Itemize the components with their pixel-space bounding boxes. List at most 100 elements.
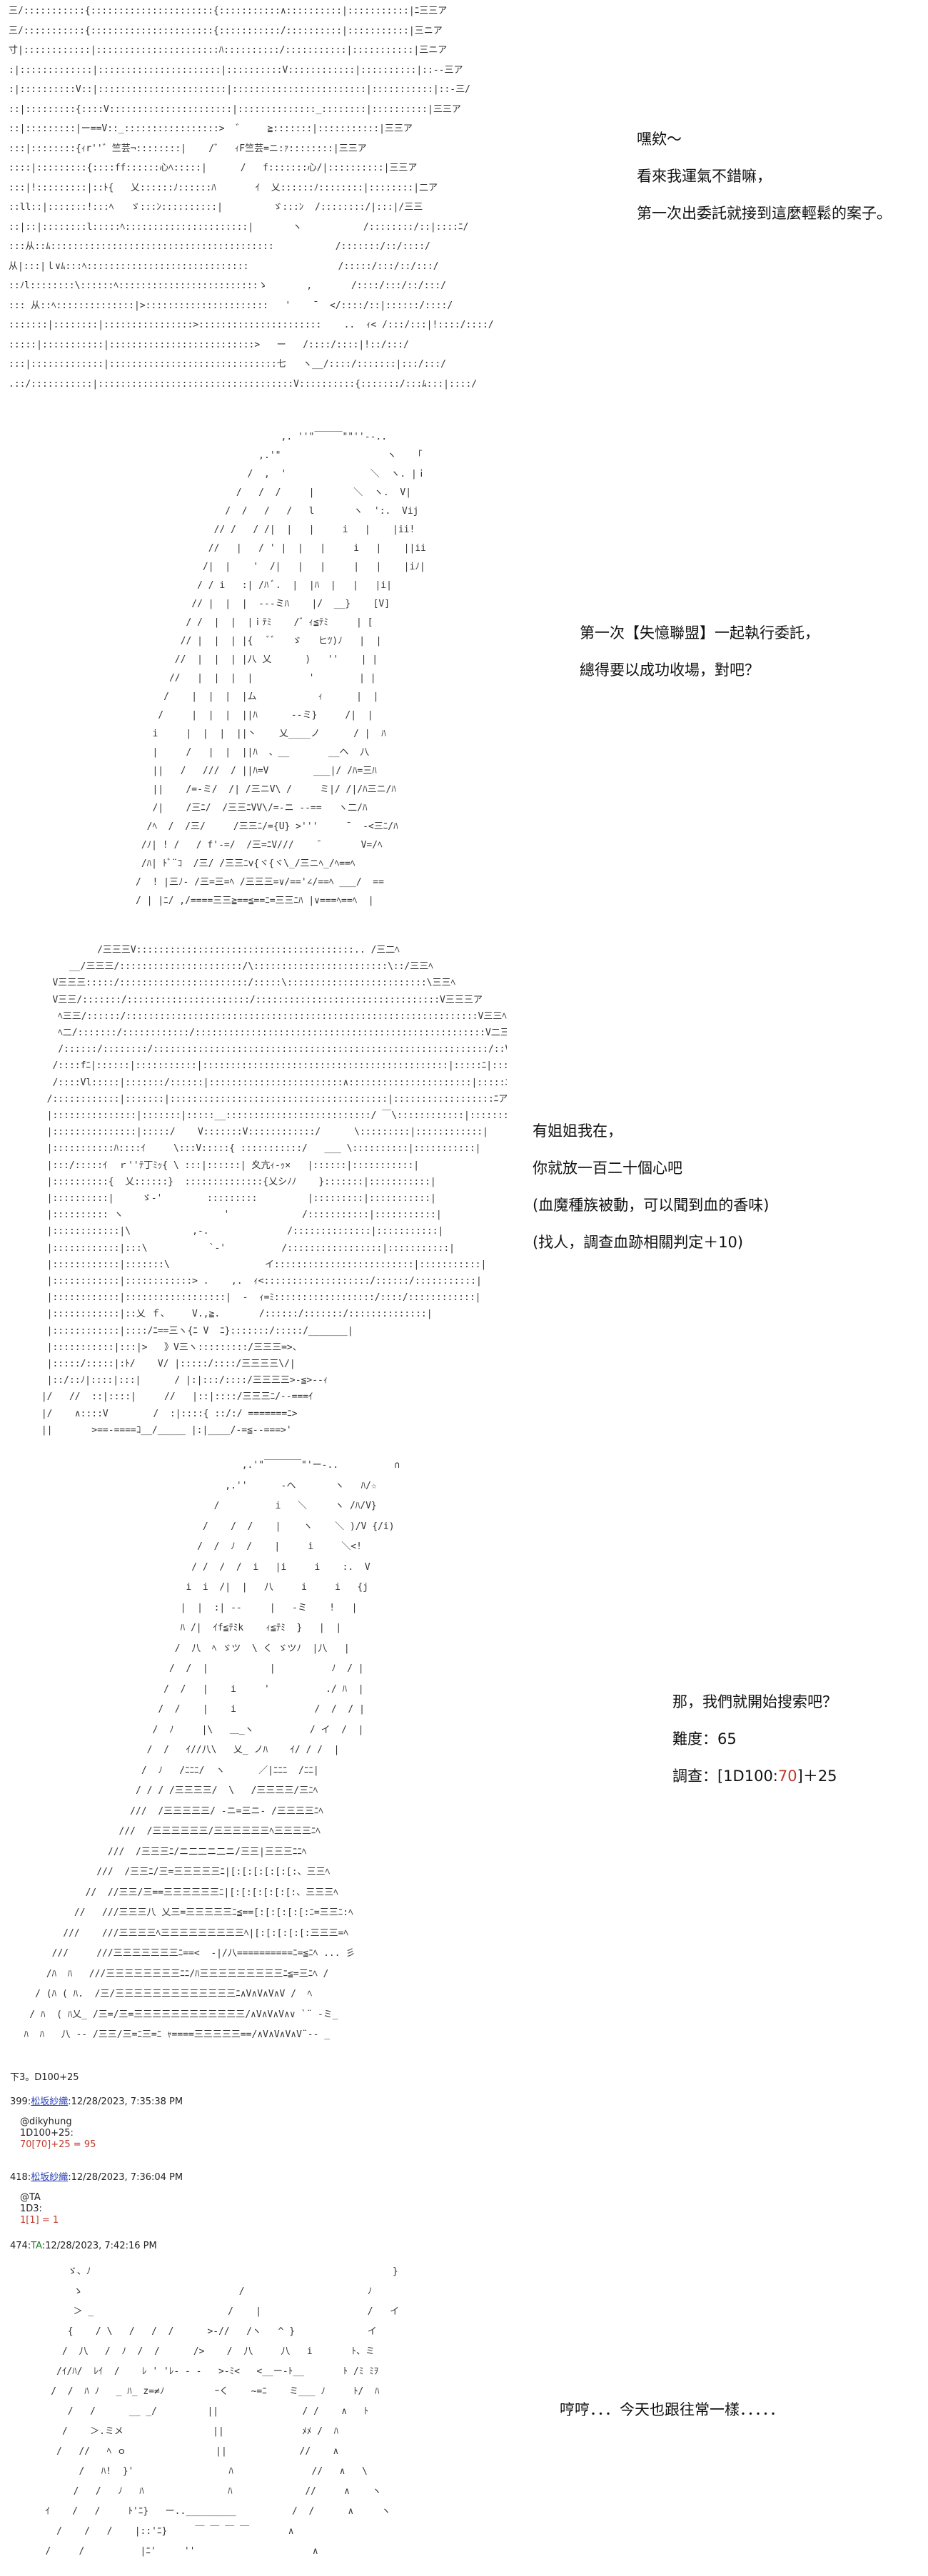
art-line: 三/:::::::::::{::::::::::::::::::::::{:::… <box>9 25 443 36</box>
art-line: ::: 从::ﾍ::::::::::::::|>::::::::::::::::… <box>9 300 453 311</box>
ascii-art-panel-2: ,. ''"￣￣￣""''‐-.. ,.'" ヽ 「 / , ' ＼ ヽ. |ｉ… <box>136 428 564 913</box>
art-line: ﾊ /| ｲf≦ﾃﾐk ｨ≦ﾃﾐ } | | <box>7 1623 342 1633</box>
art-line: // | | | | ' | | <box>136 673 376 684</box>
panel-1: 三/:::::::::::{::::::::::::::::::::::{:::… <box>0 0 928 400</box>
art-line: ﾊ ﾊ 八 ‐‐ /三三/三=ﾆ三=ﾆ ｬ====三三三三三==/∧V∧V∧V∧… <box>7 2029 331 2040</box>
art-line: i | | | ||丶 乂____ノ / | ﾊ <box>136 729 386 739</box>
dialogue-line: 哼哼．．．今天也跟往常一樣．．．．． <box>560 2401 785 2418</box>
art-line: ゞ、ﾉ } <box>29 2266 398 2277</box>
art-line: / (ﾊ ( ﾊ. /三/三三三三三三三三三三三三三ﾆ∧V∧V∧V∧V / ﾍ <box>7 1989 313 1999</box>
art-line: /ﾍ / /三/ /三三ﾆ/={U} >''' ̄ ‐<三ﾆ/ﾊ <box>136 821 398 832</box>
dialogue-panel-1: 嘿欸～ 看來我運氣不錯嘛， 第一次出委託就接到這麼輕鬆的案子。 <box>637 126 892 227</box>
roll-command: 下3。D100+25 <box>10 2072 79 2083</box>
post-399: 399:松坂紗織:12/28/2023, 7:35:38 PM @dikyhun… <box>10 2096 183 2151</box>
art-line: /ﾉ| ! / / f'‐=/ /三=ﾆV/// ̄ V=/ﾍ <box>136 840 383 851</box>
art-line: / ﾉ /ﾆﾆﾆ/ ヽ ／|ﾆﾆﾆ /ﾆﾆ| <box>7 1765 319 1776</box>
art-line: |::::::::::::|:::\ `-' /::::::::::::::::… <box>36 1242 455 1254</box>
art-line: |::::::::::::|\ ,-. /::::::::::::::|::::… <box>36 1226 444 1237</box>
post-number[interactable]: 474: <box>10 2241 31 2251</box>
art-line: |::::::::::| ゞ-' ::::::::: |:::::::::|::… <box>36 1193 436 1205</box>
art-line: |::::::::::::|::::/ﾆ==三ヽ{ﾆ V ﾆ}:::::::/:… <box>36 1325 353 1337</box>
dialogue-line: 那，我們就開始搜索吧？ <box>672 1693 837 1710</box>
art-line: / / | i ' ./ ﾊ | <box>7 1683 364 1695</box>
art-line: /| /三ﾆ/ /三三ﾆVV\/=-ニ ‐-== ヽ二/ﾊ <box>136 803 368 813</box>
post-author[interactable]: 松坂紗織 <box>31 2172 69 2183</box>
dialogue-final: 哼哼．．．今天也跟往常一樣．．．．． <box>560 2396 785 2423</box>
post-mention: @dikyhung <box>20 2116 72 2127</box>
dialogue-line: 難度：65 <box>672 1730 737 1748</box>
dialogue-panel-3: 有姐姐我在， 你就放一百二十個心吧 (血魔種族被動，可以聞到血的香味) (找人，… <box>533 1117 769 1256</box>
art-line: / ﾉ |\ ＿_ヽ / イ / | <box>7 1724 364 1735</box>
art-line: || / /// / ||ﾊ=V ___|/ /ﾊ=三ﾊ <box>136 766 377 776</box>
post-body: @dikyhung 1D100+25: 70[70]+25 = 95 <box>20 2116 183 2151</box>
art-line: / / / / i |i i :. V <box>7 1561 370 1573</box>
art-line: /ﾊ ﾊ ///三三三三三三三三ﾆﾆ/ﾊ三三三三三三三三三ﾆ≦=三ﾆﾍ / <box>7 1968 329 1979</box>
art-line: |::::::::::::|::::::::::::> . ,. ｨ<:::::… <box>36 1276 482 1287</box>
post-header: 399:松坂紗織:12/28/2023, 7:35:38 PM <box>10 2096 183 2107</box>
art-line: :::|!:::::::::|::ﾄ{ 乂::::::ﾉ::::::ﾊ ｲ 乂:… <box>9 182 438 193</box>
art-line: __/三三三/::::::::::::::::::::::/\:::::::::… <box>36 961 433 973</box>
art-line: / i ＼ ヽ /ﾊ/V} <box>7 1501 377 1511</box>
art-line: |::::::::::::|:::::::\ イ::::::::::::::::… <box>36 1259 487 1270</box>
art-line: |:::::::::::|:::|> 》V三ヽ:::::::::/三三三=>、 <box>36 1342 302 1353</box>
art-line: ::|::|::::::::l:::::ﾍ:::::::::::::::::::… <box>9 221 469 233</box>
art-line: /::::::/::::::::/:::::::::::::::::::::::… <box>36 1044 507 1055</box>
art-line: ::|:::::::::{::::V::::::::::::::::::::::… <box>9 103 461 115</box>
art-line: /三三三V:::::::::::::::::::::::::::::::::::… <box>36 945 400 955</box>
art-line: / / | i / / / | <box>7 1704 365 1715</box>
art-line: ﾍ三三/::::::/:::::::::::::::::::::::::::::… <box>36 1010 507 1022</box>
art-line: / // ﾍ ｏ || // ∧ <box>29 2446 339 2457</box>
art-line: / / / | ＼ ヽ. V| <box>136 487 412 498</box>
post-author[interactable]: TA <box>31 2241 42 2251</box>
post-dice: 1D3: <box>20 2204 42 2214</box>
post-body: @TA 1D3: 1[1] = 1 <box>20 2192 183 2226</box>
post-dice: 1D100+25: <box>20 2128 74 2139</box>
dialogue-line: 第一次【失憶聯盟】一起執行委託， <box>580 624 819 642</box>
roll-suffix: ]＋25 <box>797 1768 837 1785</box>
art-line: /// ///三三三三三三三ﾆ==< ‐|/八==========ﾆ=≦ﾆﾍ .… <box>7 1948 355 1959</box>
art-line: |::::::::::::|::乂 ｆ、 V.,≧. /::::::/:::::… <box>36 1309 433 1320</box>
art-line: /::::Vl:::::|:::::::/::::::|::::::::::::… <box>36 1077 507 1088</box>
art-line: / / i :| /ﾊ ﾞ. | |ﾊ | | |i| <box>136 580 392 591</box>
result-value: 1 <box>29 2215 36 2226</box>
art-line: / | |ﾆ/ ,/====三三≧==≦==ﾆ=三三ﾆﾊ |∨===ﾍ==ﾍ | <box>136 896 374 906</box>
post-474: 474:TA:12/28/2023, 7:42:16 PM <box>10 2241 157 2252</box>
art-line: 三/:::::::::::{::::::::::::::::::::::{:::… <box>9 6 448 16</box>
art-line: :::|::::::::{ｨr''゛竺芸¬::::::::| /゛ ｨF竺芸=ニ… <box>9 143 367 154</box>
art-line: || >==-====ｺ__/_____ |:|____/-=≦--===>' <box>36 1424 292 1436</box>
art-line: / 八 / ﾉ / / /> / 八 八 i ﾄ、ミ <box>29 2346 375 2357</box>
art-line: / ＞.ミメ || ﾒﾒ / ﾊ <box>29 2426 339 2437</box>
dialogue-line: 第一次出委託就接到這麼輕鬆的案子。 <box>637 205 892 222</box>
art-line: |:::::::::::::::|:::::::|:::::__::::::::… <box>36 1110 507 1122</box>
art-line: V三三/:::::::/::::::::::::::::::::::/:::::… <box>36 994 483 1005</box>
dialogue-line: 看來我運氣不錯嘛， <box>637 168 772 185</box>
dialogue-line: 總得要以成功收場，對吧？ <box>580 661 760 679</box>
ascii-art-panel-3: /三三三V:::::::::::::::::::::::::::::::::::… <box>36 942 507 1441</box>
dialogue-line: (血魔種族被動，可以聞到血的香味) <box>533 1197 770 1214</box>
art-line: / / / | ヽ ＼ )/V {/i) <box>7 1521 395 1532</box>
art-line: || /=-ミ/ /| /三ニV\ / ミ|/ /|/ﾊ三ニ/ﾊ <box>136 784 396 795</box>
art-line: // | | | |{ ﾞﾞ ゞ ヒﾂ)ﾉ | | <box>136 636 382 646</box>
art-line: / | | | ||ﾊ --ミ} /| | <box>136 710 373 721</box>
art-line: / / __ _/ || / / ∧ ﾄ <box>29 2406 369 2417</box>
art-line: |:::::::::::::::|:::::/ V:::::::V:::::::… <box>36 1127 488 1138</box>
art-line: :::::|:::::::::::|::::::::::::::::::::::… <box>9 339 409 350</box>
post-number[interactable]: 418: <box>10 2172 31 2183</box>
result-close: ]+25 = 95 <box>47 2139 96 2150</box>
dialogue-line: (找人，調查血跡相關判定＋10) <box>533 1234 744 1251</box>
art-line: /ﾊ| ﾄﾞ¨ｺ /三/ /三三ﾆv{ヾ{ヾ\_/三ニﾍ_/ﾍ==ﾍ <box>136 858 355 869</box>
post-number[interactable]: 399: <box>10 2096 31 2107</box>
art-line: / 八 ﾍ ゞツ \ く ゞツﾉ |八 | <box>7 1643 350 1654</box>
art-line: | / | | ||ﾊ 、__ __ヘ 八 <box>136 747 370 758</box>
art-line: / / / /三三三三/ \ /三三三三/三ﾆﾍ <box>7 1785 318 1796</box>
art-line: ,.'"￣￣￣￣"'ー-.. ∩ <box>7 1460 400 1471</box>
art-line: :::|:::::::::::::|::::::::::::::::::::::… <box>9 359 446 370</box>
post-header: 474:TA:12/28/2023, 7:42:16 PM <box>10 2241 157 2251</box>
result-open: 70[ <box>20 2139 36 2150</box>
art-line: ::ﾉl::::::::\::::::ﾍ::::::::::::::::::::… <box>9 280 446 291</box>
post-author[interactable]: 松坂紗織 <box>31 2096 69 2107</box>
panel-2: ,. ''"￣￣￣""''‐-.. ,.'" ヽ 「 / , ' ＼ ヽ. |ｉ… <box>0 428 928 913</box>
art-line: ::|:::::::::|ー==V::_:::::::::::::::::> ゛… <box>9 123 413 134</box>
art-line: ::::|:::::::::{::::ff::::::心ﾍ:::::| / f:… <box>9 163 418 173</box>
dialogue-line: 你就放一百二十個心吧 <box>533 1160 682 1177</box>
